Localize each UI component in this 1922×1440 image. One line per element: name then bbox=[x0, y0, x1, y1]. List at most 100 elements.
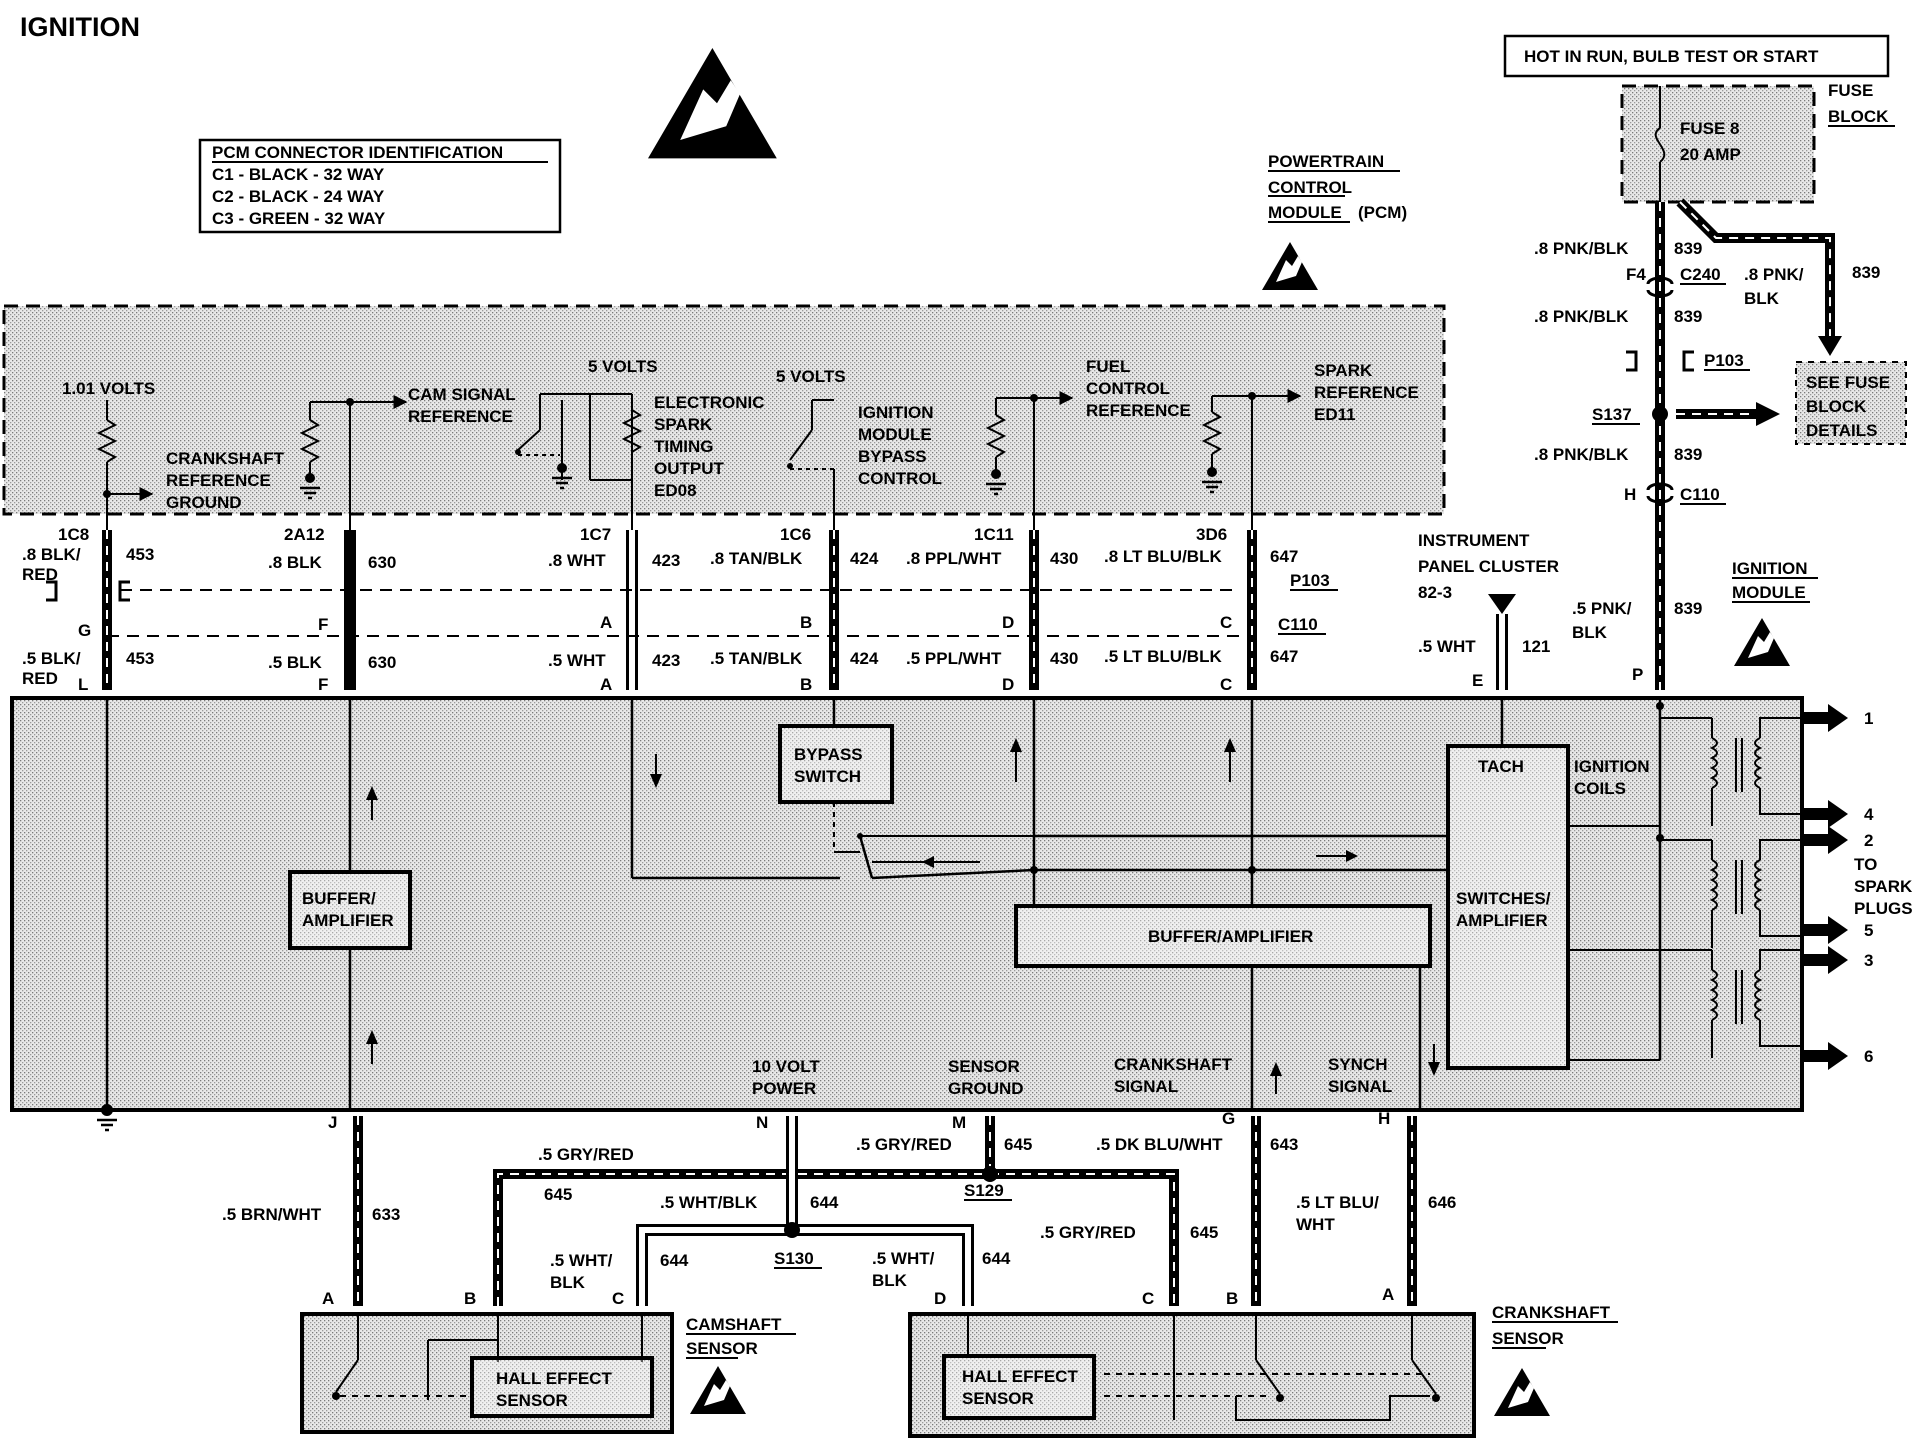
fuel-ctrl-label: CONTROL bbox=[1086, 379, 1170, 398]
signal-label: SIGNAL bbox=[1114, 1077, 1178, 1096]
spark-arrow-icon bbox=[1802, 916, 1848, 944]
spark-plug-outputs: 1 4 2 5 3 6 TO SPARK PLUGS bbox=[1802, 704, 1913, 1070]
spark-output-number: 2 bbox=[1864, 831, 1873, 850]
circuit-number: 430 bbox=[1050, 549, 1078, 568]
signal-label: POWER bbox=[752, 1079, 816, 1098]
connector-letter: F bbox=[318, 615, 328, 634]
power-feed: .8 PNK/BLK 839 F4 C240 .8 PNK/ BLK 839 .… bbox=[1534, 198, 1907, 690]
wire-color-label: .8 PNK/BLK bbox=[1534, 445, 1629, 464]
to-spark-label: SPARK bbox=[1854, 877, 1913, 896]
lower-harness: .5 BRN/WHT 633 .5 GRY/RED 645 .5 GRY/RED… bbox=[222, 1116, 1456, 1306]
module-pin-labels-bottom: J N M G H bbox=[328, 1109, 1390, 1132]
spark-arrow-icon bbox=[1802, 946, 1848, 974]
hall-sensor-label: SENSOR bbox=[496, 1391, 568, 1410]
pin-label: A bbox=[322, 1289, 334, 1308]
wire-color-label: RED bbox=[22, 669, 58, 688]
pin-label: 1C6 bbox=[780, 525, 811, 544]
wire-color-label: .5 PPL/WHT bbox=[906, 649, 1002, 668]
spark-ref-label: SPARK bbox=[1314, 361, 1373, 380]
pin-label: F bbox=[318, 675, 328, 694]
wire-color-label: .5 TAN/BLK bbox=[710, 649, 803, 668]
bypass-ctrl-label: CONTROL bbox=[858, 469, 942, 488]
circuit-number: 839 bbox=[1674, 599, 1702, 618]
circuit-number: 647 bbox=[1270, 547, 1298, 566]
signal-label: 10 VOLT bbox=[752, 1057, 820, 1076]
hall-sensor-label: HALL EFFECT bbox=[496, 1369, 612, 1388]
fuse-block-label: BLOCK bbox=[1828, 107, 1889, 126]
p103-label: P103 bbox=[1704, 351, 1744, 370]
tach-label: TACH bbox=[1478, 757, 1524, 776]
circuit-number: 644 bbox=[660, 1251, 689, 1270]
spark-output-number: 1 bbox=[1864, 709, 1873, 728]
wire-color-label: .5 WHT/ bbox=[550, 1251, 613, 1270]
crankshaft-sensor: HALL EFFECT SENSOR bbox=[908, 1312, 1476, 1438]
circuit-number: 630 bbox=[368, 653, 396, 672]
wire-color-label: .5 BRN/WHT bbox=[222, 1205, 322, 1224]
wire-color-label: .8 PPL/WHT bbox=[906, 549, 1002, 568]
diagram-title: IGNITION bbox=[20, 12, 140, 42]
circuit-number: 430 bbox=[1050, 649, 1078, 668]
coils-label: IGNITION bbox=[1574, 757, 1650, 776]
circuit-number: 645 bbox=[1004, 1135, 1032, 1154]
ipc-label: 82-3 bbox=[1418, 583, 1452, 602]
to-spark-label: TO bbox=[1854, 855, 1877, 874]
est-label: TIMING bbox=[654, 437, 714, 456]
circuit-number: 453 bbox=[126, 649, 154, 668]
est-label: ELECTRONIC bbox=[654, 393, 765, 412]
pcm-label: MODULE bbox=[1268, 203, 1342, 222]
cam-signal-label: CAM SIGNAL bbox=[408, 385, 516, 404]
bypass-ctrl-label: BYPASS bbox=[858, 447, 927, 466]
ignition-module-label: IGNITION bbox=[1732, 559, 1808, 578]
spark-output-number: 3 bbox=[1864, 951, 1873, 970]
buffer-label: BUFFER/ bbox=[302, 889, 376, 908]
fuse-icon bbox=[1654, 127, 1666, 163]
see-fuse-label: BLOCK bbox=[1806, 397, 1867, 416]
resistor-icon bbox=[96, 419, 118, 463]
fuse-label: 20 AMP bbox=[1680, 145, 1741, 164]
pin-label: 3D6 bbox=[1196, 525, 1227, 544]
pin-label: L bbox=[78, 675, 88, 694]
pin-label: C bbox=[612, 1289, 624, 1308]
signal-label: SENSOR bbox=[948, 1057, 1020, 1076]
p103-label: P103 bbox=[1290, 571, 1330, 590]
c110-connector-line: G F A B D C C110 bbox=[78, 613, 1326, 640]
circuit-number: 647 bbox=[1270, 647, 1298, 666]
fuel-ctrl-label: FUEL bbox=[1086, 357, 1130, 376]
fuse-block: FUSE 8 20 AMP FUSE BLOCK bbox=[1620, 81, 1895, 204]
p103-connector-line: P103 bbox=[46, 571, 1338, 602]
spark-output-number: 6 bbox=[1864, 1047, 1873, 1066]
pin-label: 1C11 bbox=[974, 525, 1014, 544]
wire-color-label: BLK bbox=[872, 1271, 908, 1290]
bypass-switch-label: SWITCH bbox=[794, 767, 861, 786]
spark-ref-label: REFERENCE bbox=[1314, 383, 1419, 402]
ipc-label: INSTRUMENT bbox=[1418, 531, 1530, 550]
est-label: SPARK bbox=[654, 415, 713, 434]
pin-label: B bbox=[800, 675, 812, 694]
ipc-label: PANEL CLUSTER bbox=[1418, 557, 1559, 576]
spark-arrow-icon bbox=[1802, 826, 1848, 854]
circuit-number: 645 bbox=[1190, 1223, 1218, 1242]
circuit-number: 839 bbox=[1674, 307, 1702, 326]
spark-arrow-icon bbox=[1802, 1042, 1848, 1070]
ignition-coils bbox=[1659, 717, 1801, 1059]
wire-color-label: .8 PNK/ bbox=[1744, 265, 1804, 284]
wire-color-label: .5 LT BLU/BLK bbox=[1104, 647, 1222, 666]
circuit-number: 839 bbox=[1852, 263, 1880, 282]
pcm-label: (PCM) bbox=[1358, 203, 1407, 222]
wire-color-label: BLK bbox=[550, 1273, 586, 1292]
wire-color-label: BLK bbox=[1572, 623, 1608, 642]
pin-label: 2A12 bbox=[284, 525, 325, 544]
pin-label: A bbox=[600, 675, 612, 694]
wire-color-label: .5 WHT/BLK bbox=[660, 1193, 758, 1212]
pcm-connector-id-box: PCM CONNECTOR IDENTIFICATION C1 - BLACK … bbox=[198, 138, 562, 234]
pin-label: 1C7 bbox=[580, 525, 611, 544]
circuit-number: 424 bbox=[850, 549, 879, 568]
cam-signal-label: REFERENCE bbox=[408, 407, 513, 426]
pin-label: M bbox=[952, 1113, 966, 1132]
circuit-number: 839 bbox=[1674, 445, 1702, 464]
spark-output-number: 5 bbox=[1864, 921, 1873, 940]
est-label: ED08 bbox=[654, 481, 697, 500]
pin-label: N bbox=[756, 1113, 768, 1132]
pcm-id-row: C1 - BLACK - 32 WAY bbox=[212, 165, 385, 184]
